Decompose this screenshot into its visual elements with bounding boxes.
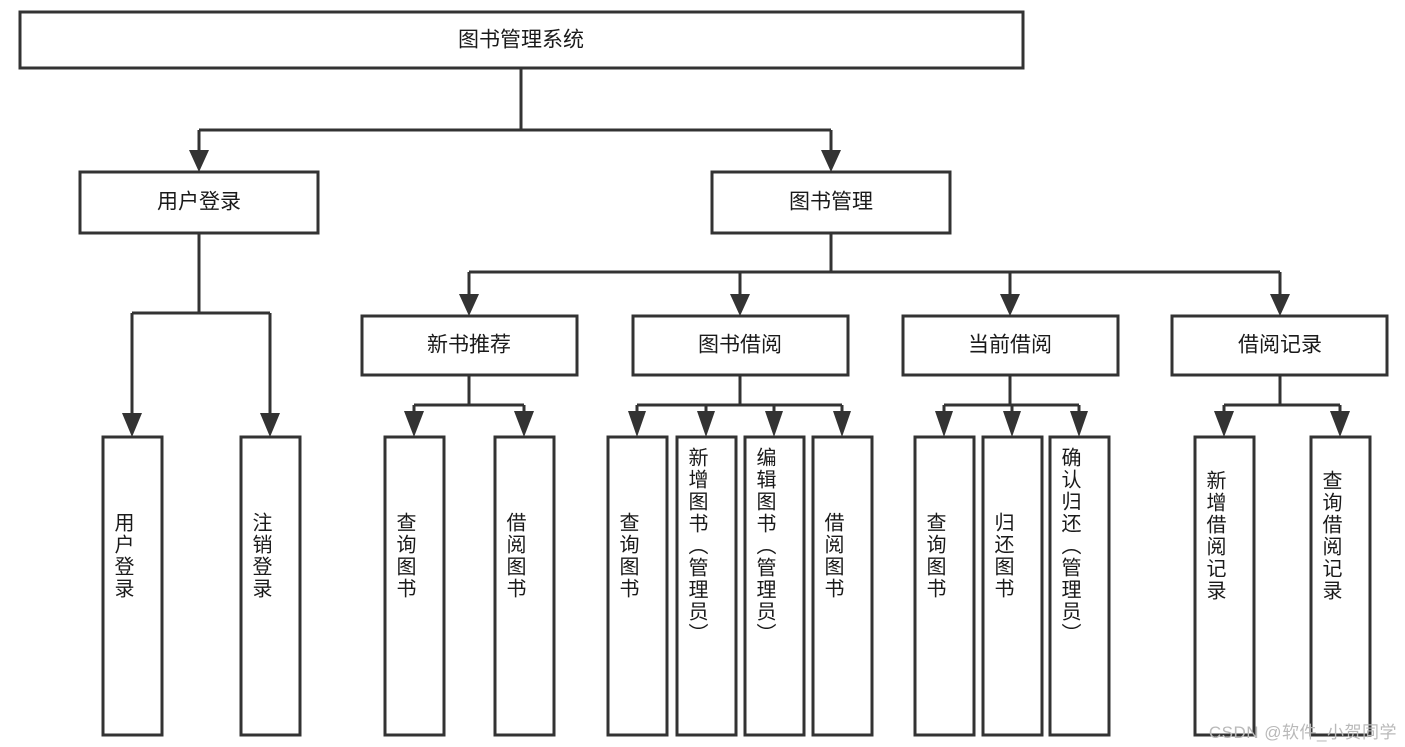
arrowhead-borrow-record	[1270, 294, 1290, 316]
node-leaf-confirm-return[interactable]	[1048, 435, 1111, 737]
node-book-management[interactable]	[710, 170, 952, 235]
node-leaf-user-login[interactable]	[101, 435, 164, 737]
node-leaf-borrow-book-1[interactable]	[493, 435, 556, 737]
node-leaf-return-book[interactable]	[981, 435, 1044, 737]
csdn-watermark: CSDN @软件_小贺同学	[1208, 723, 1397, 742]
node-user-login-label: 用户登录	[157, 191, 241, 214]
node-new-book-recommend[interactable]	[360, 314, 579, 377]
arrowhead-leaf-add-record	[1214, 411, 1234, 437]
node-borrow-record-label: 借阅记录	[1238, 334, 1322, 357]
node-new-book-recommend-label: 新书推荐	[427, 334, 511, 357]
arrowhead-leaf-query-book-3	[935, 411, 953, 437]
arrowhead-book-borrow	[730, 294, 750, 316]
node-leaf-query-book-3[interactable]	[913, 435, 976, 737]
node-current-borrow[interactable]	[901, 314, 1120, 377]
node-leaf-add-record[interactable]	[1193, 435, 1256, 737]
node-book-management-label: 图书管理	[789, 191, 873, 214]
node-leaf-query-record[interactable]	[1309, 435, 1372, 737]
arrowhead-leaf-query-book-1	[404, 411, 424, 437]
node-root[interactable]	[18, 10, 1025, 70]
arrowhead-leaf-confirm-return	[1070, 411, 1088, 437]
node-box-group: 图书管理系统 用户登录 图书管理 新书推荐 图书借阅 当前借阅 借阅记录	[18, 10, 1389, 737]
node-borrow-record[interactable]	[1170, 314, 1389, 377]
node-leaf-borrow-book-2[interactable]	[811, 435, 874, 737]
node-leaf-query-book-1[interactable]	[383, 435, 446, 737]
arrowhead-leaf-borrow-book-1	[514, 411, 534, 437]
arrowhead-user-login	[189, 150, 209, 172]
arrowhead-leaf-return-book	[1003, 411, 1021, 437]
node-leaf-logout-login[interactable]	[239, 435, 302, 737]
node-leaf-query-book-2[interactable]	[606, 435, 669, 737]
arrowhead-leaf-edit-book	[765, 411, 783, 437]
arrowhead-new-book-recommend	[459, 294, 479, 316]
arrowhead-leaf-query-record	[1330, 411, 1350, 437]
arrowhead-leaf-add-book	[697, 411, 715, 437]
node-leaf-edit-book[interactable]	[743, 435, 806, 737]
node-leaf-add-book[interactable]	[675, 435, 738, 737]
node-book-borrow[interactable]	[631, 314, 850, 377]
arrowhead-leaf-logout-login	[260, 413, 280, 437]
arrowhead-leaf-borrow-book-2	[833, 411, 851, 437]
node-root-label: 图书管理系统	[458, 29, 584, 52]
arrowhead-current-borrow	[1000, 294, 1020, 316]
node-current-borrow-label: 当前借阅	[968, 334, 1052, 357]
arrowhead-leaf-user-login	[122, 413, 142, 437]
node-book-borrow-label: 图书借阅	[698, 334, 782, 357]
arrowhead-group	[122, 150, 1350, 437]
arrowhead-leaf-query-book-2	[628, 411, 646, 437]
arrowhead-book-management	[821, 150, 841, 172]
node-user-login[interactable]	[78, 170, 320, 235]
